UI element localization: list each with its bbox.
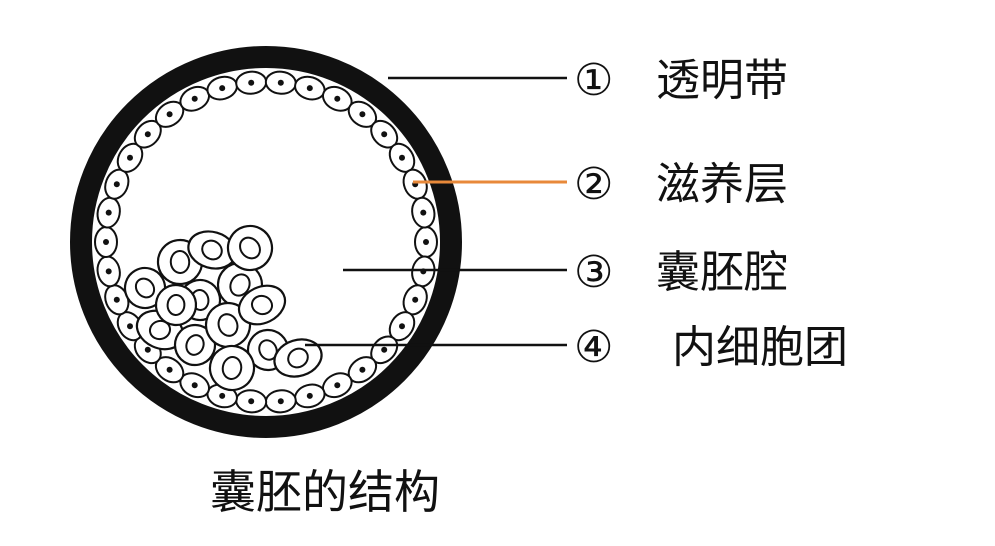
cell-nucleus bbox=[412, 296, 419, 303]
inner-cell-nucleus bbox=[217, 313, 239, 337]
cell-nucleus bbox=[127, 154, 133, 161]
inner-cell-nucleus bbox=[201, 239, 223, 261]
label-text-1: 透明带 bbox=[656, 55, 788, 106]
diagram-caption: 囊胚的结构 bbox=[210, 465, 440, 519]
inner-cell-nucleus bbox=[258, 339, 278, 361]
cell-nucleus bbox=[144, 346, 151, 353]
inner-cell-nucleus bbox=[185, 334, 205, 356]
label-number-1: ① bbox=[574, 55, 613, 106]
cell-nucleus bbox=[105, 268, 112, 275]
cell-nucleus bbox=[248, 398, 255, 405]
cell-nucleus bbox=[420, 209, 427, 216]
cell-nucleus bbox=[113, 181, 120, 188]
inner-cell-nucleus bbox=[148, 319, 172, 341]
label-zona-pellucida: ① 透明带 bbox=[574, 55, 788, 106]
inner-cell-nucleus bbox=[239, 236, 261, 260]
cell-nucleus bbox=[277, 79, 284, 86]
cell-nucleus bbox=[381, 346, 388, 353]
inner-cell-nucleus bbox=[250, 294, 274, 316]
label-number-4: ④ bbox=[574, 322, 613, 373]
label-text-2: 滋养层 bbox=[656, 159, 788, 210]
cell-nucleus bbox=[334, 95, 341, 102]
cell-nucleus bbox=[127, 323, 133, 330]
cell-nucleus bbox=[219, 392, 226, 399]
cell-nucleus bbox=[277, 398, 284, 405]
cell-nucleus bbox=[219, 85, 226, 92]
cell-nucleus bbox=[191, 95, 198, 102]
label-text-3: 囊胚腔 bbox=[656, 247, 788, 298]
inner-cell-nucleus bbox=[221, 356, 243, 380]
inner-cell-nucleus bbox=[134, 277, 156, 299]
cell-nucleus bbox=[306, 85, 313, 92]
cell-nucleus bbox=[423, 239, 429, 245]
label-inner-cell-mass: ④ 内细胞团 bbox=[574, 322, 848, 373]
inner-cell-nucleus bbox=[169, 250, 191, 274]
inner-cell-nucleus bbox=[287, 347, 309, 369]
cell-nucleus bbox=[399, 154, 405, 161]
cell-nucleus bbox=[334, 382, 341, 389]
label-trophoblast: ② 滋养层 bbox=[574, 159, 788, 210]
inner-cell-mass bbox=[123, 224, 323, 392]
inner-cell-nucleus bbox=[229, 273, 251, 297]
cell-nucleus bbox=[113, 296, 120, 303]
label-text-4: 内细胞团 bbox=[672, 322, 848, 373]
label-number-3: ③ bbox=[574, 247, 613, 298]
cell-nucleus bbox=[306, 392, 313, 399]
cell-nucleus bbox=[359, 366, 366, 373]
label-number-2: ② bbox=[574, 159, 613, 210]
inner-cell-nucleus bbox=[166, 294, 186, 316]
cell-nucleus bbox=[399, 323, 405, 330]
cell-nucleus bbox=[105, 209, 112, 216]
cell-nucleus bbox=[166, 366, 173, 373]
cell-nucleus bbox=[381, 131, 388, 138]
cell-nucleus bbox=[248, 79, 255, 86]
cell-nucleus bbox=[166, 111, 173, 118]
trophoblast-layer bbox=[94, 70, 438, 414]
label-blastocoel: ③ 囊胚腔 bbox=[574, 247, 788, 298]
cell-nucleus bbox=[103, 239, 109, 245]
zona-pellucida-ring bbox=[70, 46, 462, 438]
cell-nucleus bbox=[359, 111, 366, 118]
cell-nucleus bbox=[144, 131, 151, 138]
cell-nucleus bbox=[191, 382, 198, 389]
